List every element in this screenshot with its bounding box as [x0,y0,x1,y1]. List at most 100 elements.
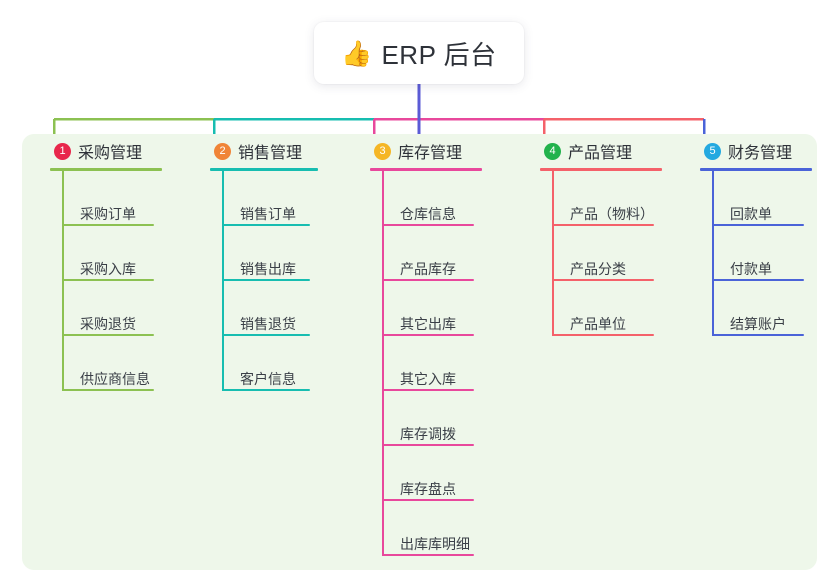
branch-column-1: 1 采购管理采购订单采购入库采购退货供应商信息 [38,134,162,391]
branch-items-5: 回款单付款单结算账户 [712,171,812,336]
branch-item[interactable]: 客户信息 [222,336,318,391]
branch-columns: 1 采购管理采购订单采购入库采购退货供应商信息 2 销售管理销售订单销售出库销售退货客… [22,134,817,570]
branch-item-underline [552,279,654,281]
branch-spine-4 [552,171,554,336]
branch-item[interactable]: 出库库明细 [382,501,482,556]
branch-title-1: 采购管理 [78,145,143,162]
branch-item-label: 供应商信息 [80,371,150,387]
branch-badge-1: 1 [54,142,71,160]
branch-header-2[interactable]: 2 销售管理 [198,134,318,168]
branch-spine-1 [62,171,64,391]
branch-item-label: 出库库明细 [400,536,470,552]
branch-column-3: 3 库存管理仓库信息产品库存其它出库其它入库库存调拨库存盘点出库库明细 [358,134,482,556]
branch-item[interactable]: 其它出库 [382,281,482,336]
branch-item-label: 付款单 [730,261,772,277]
branch-item-underline [382,334,474,336]
branch-underline-2 [210,168,318,171]
branch-item-label: 客户信息 [240,371,296,387]
branch-item-label: 库存盘点 [400,481,456,497]
branch-item-underline [222,224,310,226]
branch-underline-5 [700,168,812,171]
branch-item[interactable]: 产品库存 [382,226,482,281]
branch-badge-4: 4 [544,142,561,160]
thumbs-up-icon: 👍 [341,38,373,68]
branch-badge-2: 2 [214,142,231,160]
branch-item-underline [382,499,474,501]
branch-item-underline [62,279,154,281]
branch-header-1[interactable]: 1 采购管理 [38,134,162,168]
branch-underline-4 [540,168,662,171]
branch-underline-1 [50,168,162,171]
branch-item-label: 销售订单 [240,206,296,222]
branch-item-underline [382,279,474,281]
branch-item[interactable]: 库存盘点 [382,446,482,501]
branch-item[interactable]: 销售订单 [222,171,318,226]
branch-item[interactable]: 产品（物料） [552,171,662,226]
branch-item[interactable]: 采购退货 [62,281,162,336]
branch-item[interactable]: 采购入库 [62,226,162,281]
branch-item[interactable]: 销售退货 [222,281,318,336]
branch-underline-3 [370,168,482,171]
branch-header-5[interactable]: 5 财务管理 [688,134,812,168]
branch-items-1: 采购订单采购入库采购退货供应商信息 [62,171,162,391]
branch-item[interactable]: 销售出库 [222,226,318,281]
branch-header-4[interactable]: 4 产品管理 [528,134,662,168]
branch-item-underline [552,334,654,336]
branch-item-underline [222,279,310,281]
branch-item-label: 销售出库 [240,261,296,277]
branch-item-underline [382,444,474,446]
branch-item-underline [62,389,154,391]
branch-item-underline [222,389,310,391]
branch-item[interactable]: 回款单 [712,171,812,226]
branch-item-label: 产品库存 [400,261,456,277]
branch-item-label: 产品分类 [570,261,626,277]
branch-item-underline [382,554,474,556]
branch-item-underline [712,334,804,336]
branch-item-label: 其它出库 [400,316,456,332]
branch-item-underline [62,334,154,336]
branch-item-label: 回款单 [730,206,772,222]
branch-item[interactable]: 结算账户 [712,281,812,336]
branch-column-4: 4 产品管理产品（物料） 产品分类产品单位 [528,134,662,336]
branches-panel [22,134,817,570]
branch-item-underline [712,279,804,281]
branch-item-label: 采购退货 [80,316,136,332]
branch-item[interactable]: 付款单 [712,226,812,281]
branch-item[interactable]: 仓库信息 [382,171,482,226]
branch-item[interactable]: 产品分类 [552,226,662,281]
branch-badge-3: 3 [374,142,391,160]
branch-item[interactable]: 供应商信息 [62,336,162,391]
branch-items-2: 销售订单销售出库销售退货客户信息 [222,171,318,391]
branch-items-4: 产品（物料） 产品分类产品单位 [552,171,662,336]
branch-item-label: 结算账户 [730,316,786,332]
branch-item[interactable]: 库存调拨 [382,391,482,446]
branch-badge-5: 5 [704,142,721,160]
branch-spine-5 [712,171,714,336]
root-title: ERP 后台 [381,39,497,70]
branch-title-3: 库存管理 [398,145,463,162]
branch-item-underline [552,224,654,226]
branch-item[interactable]: 产品单位 [552,281,662,336]
branch-item-label: 销售退货 [240,316,296,332]
branch-column-2: 2 销售管理销售订单销售出库销售退货客户信息 [198,134,318,391]
branch-title-5: 财务管理 [728,145,793,162]
branch-item[interactable]: 采购订单 [62,171,162,226]
branch-item-underline [382,389,474,391]
branch-spine-2 [222,171,224,391]
branch-items-3: 仓库信息产品库存其它出库其它入库库存调拨库存盘点出库库明细 [382,171,482,556]
branch-title-2: 销售管理 [238,145,303,162]
branch-item-underline [222,334,310,336]
branch-item-label: 产品（物料） [570,206,654,222]
branch-title-4: 产品管理 [568,145,633,162]
branch-item-label: 产品单位 [570,316,626,332]
branch-item-label: 采购订单 [80,206,136,222]
branch-item[interactable]: 其它入库 [382,336,482,391]
branch-item-underline [382,224,474,226]
branch-item-underline [62,224,154,226]
root-node[interactable]: 👍 ERP 后台 [314,22,524,84]
branch-header-3[interactable]: 3 库存管理 [358,134,482,168]
branch-item-label: 库存调拨 [400,426,456,442]
branch-item-label: 仓库信息 [400,206,456,222]
branch-item-label: 其它入库 [400,371,456,387]
